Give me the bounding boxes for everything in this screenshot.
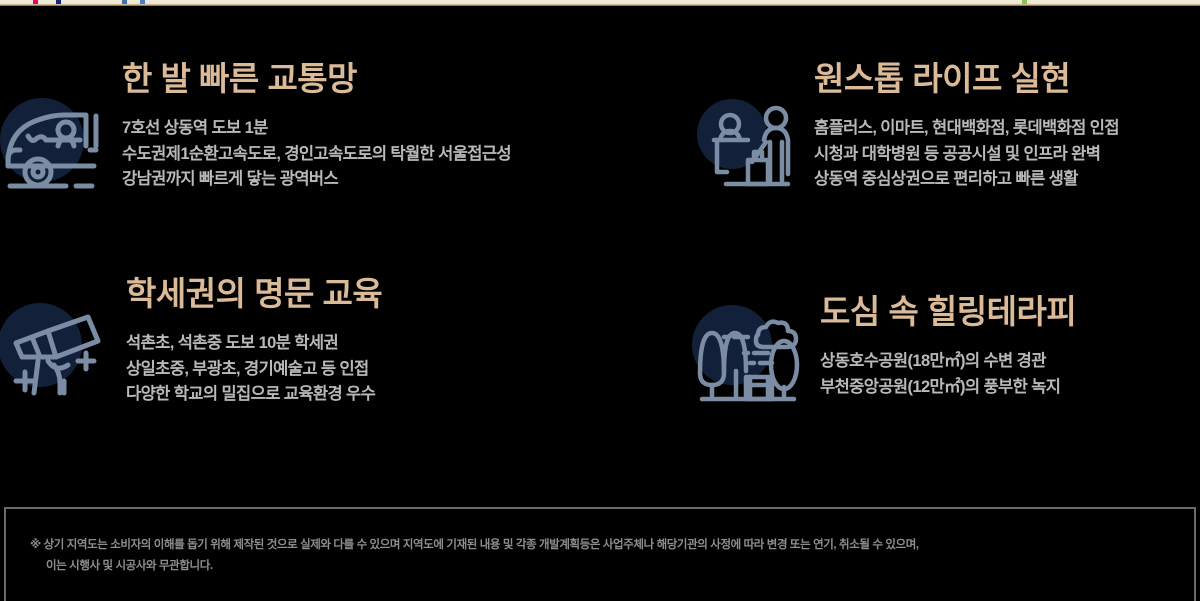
sliver-mark-blue-2 — [140, 0, 145, 4]
disclaimer-line-2: 이는 시행사 및 시공사와 무관합니다. — [46, 560, 213, 573]
feature-card-healing: 도심 속 힐링테라피 상동호수공원(18만㎡)의 수변 경관 부천중앙공원(12… — [672, 275, 1200, 480]
feature-line: 홈플러스, 이마트, 현대백화점, 롯데백화점 인접 — [814, 118, 1120, 137]
feature-line: 수도권제1순환고속도로, 경인고속도로의 탁월한 서울접근성 — [122, 144, 512, 163]
disclaimer-text: ※ 상기 지역도는 소비자의 이해를 돕기 위해 제작된 것으로 실제와 다를 … — [30, 535, 1168, 578]
sliver-mark-navy — [56, 0, 61, 4]
feature-title-onestop-life: 원스톱 라이프 실현 — [814, 60, 1071, 97]
feature-line: 상동호수공원(18만㎡)의 수변 경관 — [820, 351, 1046, 370]
feature-text-healing: 도심 속 힐링테라피 상동호수공원(18만㎡)의 수변 경관 부천중앙공원(12… — [820, 275, 1200, 400]
sliver-mark-magenta — [33, 0, 38, 4]
feature-title-education: 학세권의 명문 교육 — [126, 275, 383, 312]
feature-icon-healing — [680, 275, 808, 415]
feature-line: 다양한 학교의 밀집으로 교육환경 우수 — [126, 385, 376, 404]
feature-line: 석촌초, 석촌중 도보 10분 학세권 — [126, 333, 339, 352]
feature-card-education: 학세권의 명문 교육 석촌초, 석촌중 도보 10분 학세권 상일초중, 부광초… — [0, 275, 672, 480]
feature-body-traffic: 7호선 상동역 도보 1분 수도권제1순환고속도로, 경인고속도로의 탁월한 서… — [122, 116, 672, 193]
feature-title-healing: 도심 속 힐링테라피 — [820, 293, 1077, 330]
feature-title-traffic: 한 발 빠른 교통망 — [122, 60, 358, 97]
park-trees-bench-icon — [692, 305, 800, 402]
feature-text-traffic: 한 발 빠른 교통망 7호선 상동역 도보 1분 수도권제1순환고속도로, 경인… — [122, 60, 672, 193]
feature-line: 상일초중, 부광초, 경기예술고 등 인접 — [126, 359, 369, 378]
feature-line: 7호선 상동역 도보 1분 — [122, 118, 268, 137]
car-highway-icon — [0, 98, 99, 189]
feature-card-traffic: 한 발 빠른 교통망 7호선 상동역 도보 1분 수도권제1순환고속도로, 경인… — [0, 60, 672, 275]
feature-line: 강남권까지 빠르게 닿는 광역버스 — [122, 170, 339, 189]
telescope-stars-icon — [0, 303, 101, 396]
feature-grid: 한 발 빠른 교통망 7호선 상동역 도보 1분 수도권제1순환고속도로, 경인… — [0, 60, 1200, 480]
shopping-cart-person-icon — [697, 99, 791, 187]
sliver-mark-green — [1022, 0, 1027, 4]
feature-text-onestop-life: 원스톱 라이프 실현 홈플러스, 이마트, 현대백화점, 롯데백화점 인접 시청… — [814, 60, 1200, 193]
feature-card-onestop-life: 원스톱 라이프 실현 홈플러스, 이마트, 현대백화점, 롯데백화점 인접 시청… — [672, 60, 1200, 275]
feature-line: 시청과 대학병원 등 공공시설 및 인프라 완벽 — [814, 144, 1101, 163]
feature-line: 부천중앙공원(12만㎡)의 풍부한 녹지 — [820, 377, 1061, 396]
feature-icon-traffic — [0, 60, 118, 208]
feature-line: 상동역 중심상권으로 편리하고 빠른 생활 — [814, 170, 1078, 189]
feature-icon-onestop-life — [682, 60, 802, 200]
feature-icon-education — [0, 275, 120, 413]
feature-body-education: 석촌초, 석촌중 도보 10분 학세권 상일초중, 부광초, 경기예술고 등 인… — [126, 331, 672, 408]
page-top-sliver — [0, 0, 1200, 6]
feature-text-education: 학세권의 명문 교육 석촌초, 석촌중 도보 10분 학세권 상일초중, 부광초… — [126, 275, 672, 408]
feature-body-healing: 상동호수공원(18만㎡)의 수변 경관 부천중앙공원(12만㎡)의 풍부한 녹지 — [820, 349, 1200, 400]
feature-body-onestop-life: 홈플러스, 이마트, 현대백화점, 롯데백화점 인접 시청과 대학병원 등 공공… — [814, 116, 1200, 193]
sliver-mark-blue-1 — [122, 0, 127, 4]
disclaimer-box: ※ 상기 지역도는 소비자의 이해를 돕기 위해 제작된 것으로 실제와 다를 … — [4, 507, 1196, 601]
disclaimer-line-1: ※ 상기 지역도는 소비자의 이해를 돕기 위해 제작된 것으로 실제와 다를 … — [30, 539, 919, 551]
